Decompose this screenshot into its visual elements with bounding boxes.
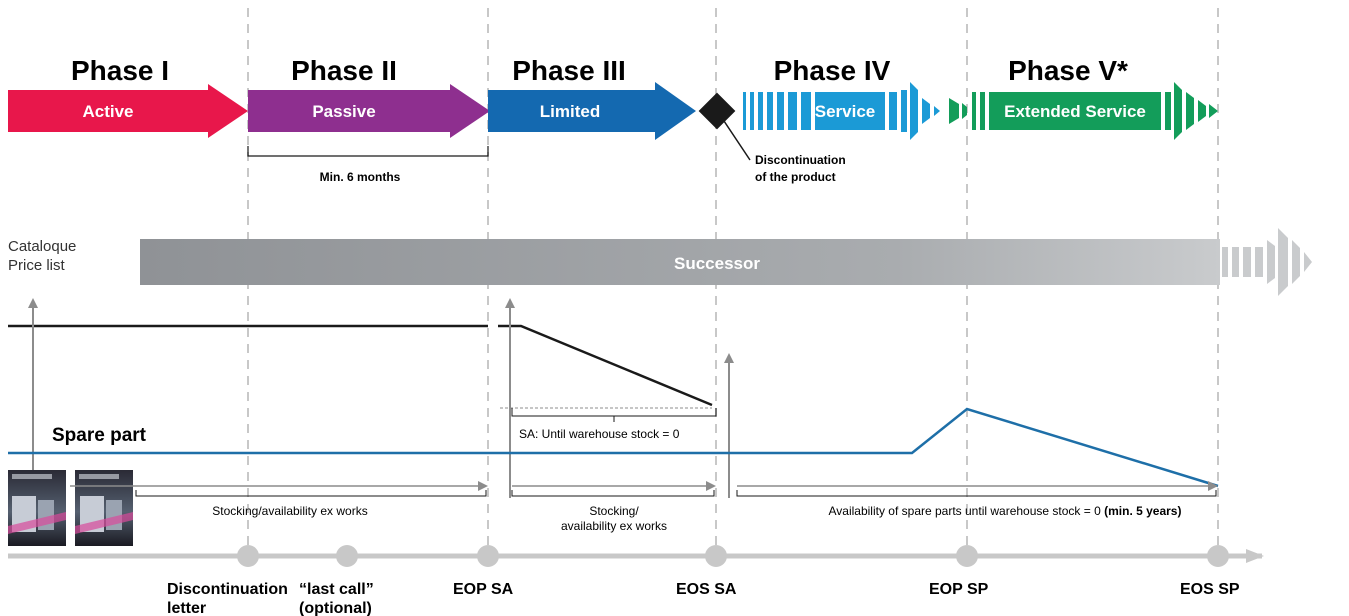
discontinuation-label-line2: of the product [755,170,836,184]
min-duration-label: Min. 6 months [320,170,401,184]
phase-2-label: Passive [312,102,375,121]
phase-4-title: Phase IV [774,55,891,86]
phase-4-arrow [743,82,940,140]
phase-3-title: Phase III [512,55,626,86]
catalogue-label-line1: Cataloque [8,238,76,255]
phase-5-arrow [949,82,1218,140]
milestone-dot-last-call [336,545,358,567]
milestone-eos-sp: EOS SP [1180,581,1240,598]
phase-5-label: Extended Service [1004,102,1146,121]
successor-bar [140,239,1220,285]
successor-arrow-tail [1222,228,1312,296]
discontinuation-diamond [698,92,736,130]
phase-3-arrow [488,82,696,140]
catalogue-label-line2: Price list [8,257,66,274]
milestone-eop-sa: EOP SA [453,581,514,598]
limited-stocking-label-line1: Stocking/ [589,504,639,518]
discontinuation-label-line1: Discontinuation [755,153,846,167]
spare-availability-text: Availability of spare parts until wareho… [829,504,1102,518]
milestone-dot-eos-sa [705,545,727,567]
min-duration-bracket [247,146,489,157]
sa-warehouse-bracket [511,408,717,422]
limited-stocking-bracket [511,490,715,497]
milestone-dot-eos-sp [1207,545,1229,567]
phase-2-title: Phase II [291,55,397,86]
catalogue-thumbnail [75,470,133,546]
milestone-dot-discontinuation-letter [237,545,259,567]
successor-label: Successor [674,254,760,273]
milestone-dot-eop-sp [956,545,978,567]
discontinuation-pointer [721,117,751,161]
phase-3-label: Limited [540,102,600,121]
milestone-last-call-line2: (optional) [299,600,372,616]
stocking-ex-works-label: Stocking/availability ex works [212,504,367,518]
phase-1-label: Active [82,102,133,121]
limited-stocking-label-line2: availability ex works [561,519,667,533]
phase-1-arrow [8,84,248,138]
milestone-dot-eop-sa [477,545,499,567]
catalogue-thumbnail [8,470,66,546]
phase-4-label: Service [815,102,876,121]
milestone-discontinuation-letter-line1: Discontinuation [167,581,288,598]
spare-availability-bracket [736,490,1217,497]
milestone-discontinuation-letter-line2: letter [167,600,206,616]
spare-part-line [8,407,1219,488]
spare-availability-label: Availability of spare parts until wareho… [829,504,1182,518]
spare-part-label: Spare part [52,425,147,446]
stocking-ex-works-bracket [135,490,487,497]
milestone-eos-sa: EOS SA [676,581,737,598]
milestone-last-call-line1: “last call” [299,581,374,598]
product-decline-line [498,324,713,407]
phase-5-title: Phase V* [1008,55,1128,86]
phase-1-title: Phase I [71,55,169,86]
milestone-eop-sp: EOP SP [929,581,989,598]
sa-warehouse-label: SA: Until warehouse stock = 0 [519,427,680,441]
phase-2-arrow [248,84,490,138]
spare-availability-min: (min. 5 years) [1104,504,1181,518]
